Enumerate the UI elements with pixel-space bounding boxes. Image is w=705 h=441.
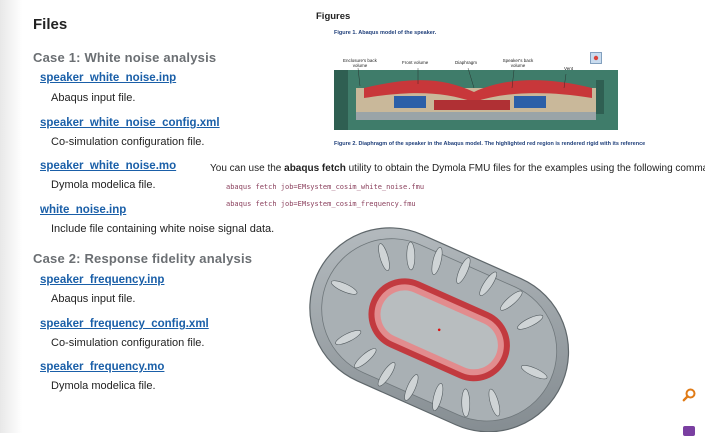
instructions-text-1: You can use the bbox=[210, 163, 285, 174]
fetch-instructions: You can use the abaqus fetch utility to … bbox=[210, 163, 705, 174]
figure1-speaker-section bbox=[334, 67, 618, 130]
figure2-caption: Figure 2. Diaphragm of the speaker in th… bbox=[334, 141, 646, 147]
figure1-caption: Figure 1. Abaqus model of the speaker. bbox=[334, 30, 437, 36]
search-icon bbox=[682, 388, 696, 402]
file-desc: Dymola modelica file. bbox=[51, 380, 156, 392]
instructions-text-2: utility to obtain the Dymola FMU files f… bbox=[345, 163, 705, 174]
case1-heading: Case 1: White noise analysis bbox=[33, 50, 217, 65]
chat-side-button[interactable] bbox=[679, 421, 699, 441]
label-enclosure-back: Enclosure's back volume bbox=[343, 58, 377, 68]
files-panel: Files Case 1: White noise analysis speak… bbox=[0, 0, 300, 433]
file-link-speaker-white-noise-inp[interactable]: speaker_white_noise.inp bbox=[40, 72, 177, 84]
file-link-speaker-frequency-config[interactable]: speaker_frequency_config.xml bbox=[40, 318, 209, 330]
case2-heading: Case 2: Response fidelity analysis bbox=[33, 251, 253, 266]
file-desc: Abaqus input file. bbox=[51, 293, 136, 305]
instructions-command-name: abaqus fetch bbox=[284, 163, 346, 174]
fetch-command-frequency: abaqus fetch job=EMsystem_cosim_frequenc… bbox=[226, 200, 416, 208]
panel-shadow bbox=[0, 0, 22, 433]
files-title: Files bbox=[33, 16, 68, 33]
file-link-speaker-white-noise-config[interactable]: speaker_white_noise_config.xml bbox=[40, 117, 220, 129]
file-desc: Co-simulation configuration file. bbox=[51, 337, 205, 349]
file-desc: Dymola modelica file. bbox=[51, 179, 156, 191]
file-link-speaker-frequency-mo[interactable]: speaker_frequency.mo bbox=[40, 361, 165, 373]
label-speaker-back: Speaker's back volume bbox=[502, 58, 534, 68]
figures-heading: Figures bbox=[316, 11, 351, 22]
label-front-volume: Front volume bbox=[402, 60, 429, 65]
search-side-button[interactable] bbox=[679, 385, 699, 405]
fetch-command-white-noise: abaqus fetch job=EMsystem_cosim_white_no… bbox=[226, 183, 425, 191]
file-link-speaker-white-noise-mo[interactable]: speaker_white_noise.mo bbox=[40, 160, 177, 172]
file-desc: Abaqus input file. bbox=[51, 92, 136, 104]
chat-icon bbox=[683, 426, 695, 436]
file-link-speaker-frequency-inp[interactable]: speaker_frequency.inp bbox=[40, 274, 165, 286]
file-link-white-noise-inp[interactable]: white_noise.inp bbox=[40, 204, 127, 216]
file-desc: Co-simulation configuration file. bbox=[51, 136, 205, 148]
file-desc: Include file containing white noise sign… bbox=[51, 223, 275, 235]
label-vent: Vent bbox=[564, 66, 574, 71]
model-view-icon bbox=[590, 52, 602, 64]
label-diaphragm: Diaphragm bbox=[455, 60, 478, 65]
figure2-diaphragm-model bbox=[309, 227, 570, 432]
